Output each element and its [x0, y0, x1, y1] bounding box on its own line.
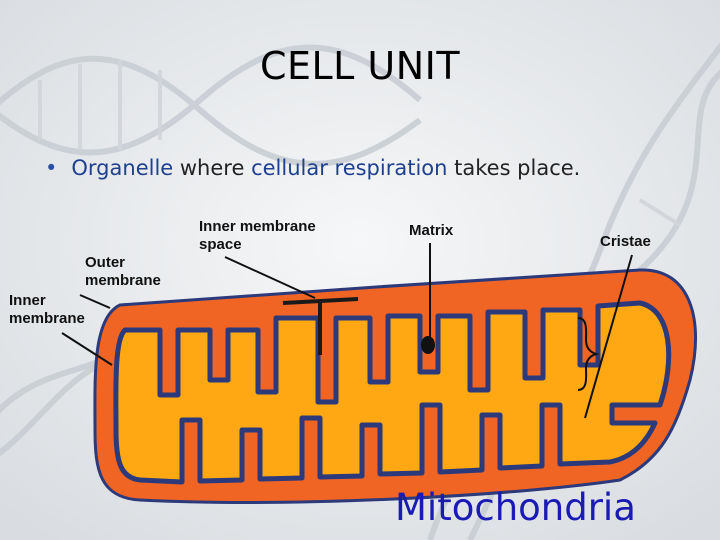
bullet-dot: • — [45, 156, 58, 180]
label-outer-membrane: Outer membrane — [85, 254, 161, 289]
organelle-name: Mitochondria — [395, 486, 636, 529]
bullet-text-1: where — [173, 156, 252, 180]
label-inner-membrane: Inner membrane — [9, 292, 85, 327]
label-matrix: Matrix — [409, 222, 454, 239]
matrix-shape — [113, 300, 672, 485]
pointer-intermembrane-space — [224, 256, 316, 299]
bullet-text-2: takes place. — [447, 156, 581, 180]
term-organelle: Organelle — [71, 156, 174, 180]
label-intermembrane-space: Inner membrane space — [199, 218, 316, 253]
slide-title: CELL UNIT — [259, 44, 461, 88]
matrix-marker-dot — [421, 336, 435, 354]
pointer-outer-membrane — [79, 294, 111, 309]
pointer-cristae — [584, 254, 633, 419]
term-cellular-respiration: cellular respiration — [251, 156, 448, 180]
cristae-brace — [577, 317, 600, 391]
pointer-inner-membrane — [61, 332, 113, 366]
bullet-point: • Organelle where cellular respiration ta… — [45, 156, 580, 180]
label-cristae: Cristae — [600, 233, 651, 250]
